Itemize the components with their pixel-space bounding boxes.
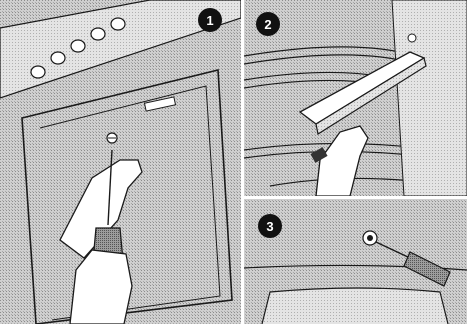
panel-divider-horizontal [244, 196, 467, 199]
panel-divider-vertical [241, 0, 244, 324]
top-screw [408, 34, 416, 42]
step-number-1: 1 [206, 13, 213, 28]
panel-2: 2 [244, 0, 467, 196]
panel-3: 3 [244, 199, 467, 324]
step-badge-2: 2 [256, 12, 280, 36]
step-number-3: 3 [266, 219, 273, 234]
step-badge-1: 1 [198, 8, 222, 32]
step-badge-3: 3 [258, 214, 282, 238]
panel-1: 1 [0, 0, 241, 324]
step-number-2: 2 [264, 17, 271, 32]
